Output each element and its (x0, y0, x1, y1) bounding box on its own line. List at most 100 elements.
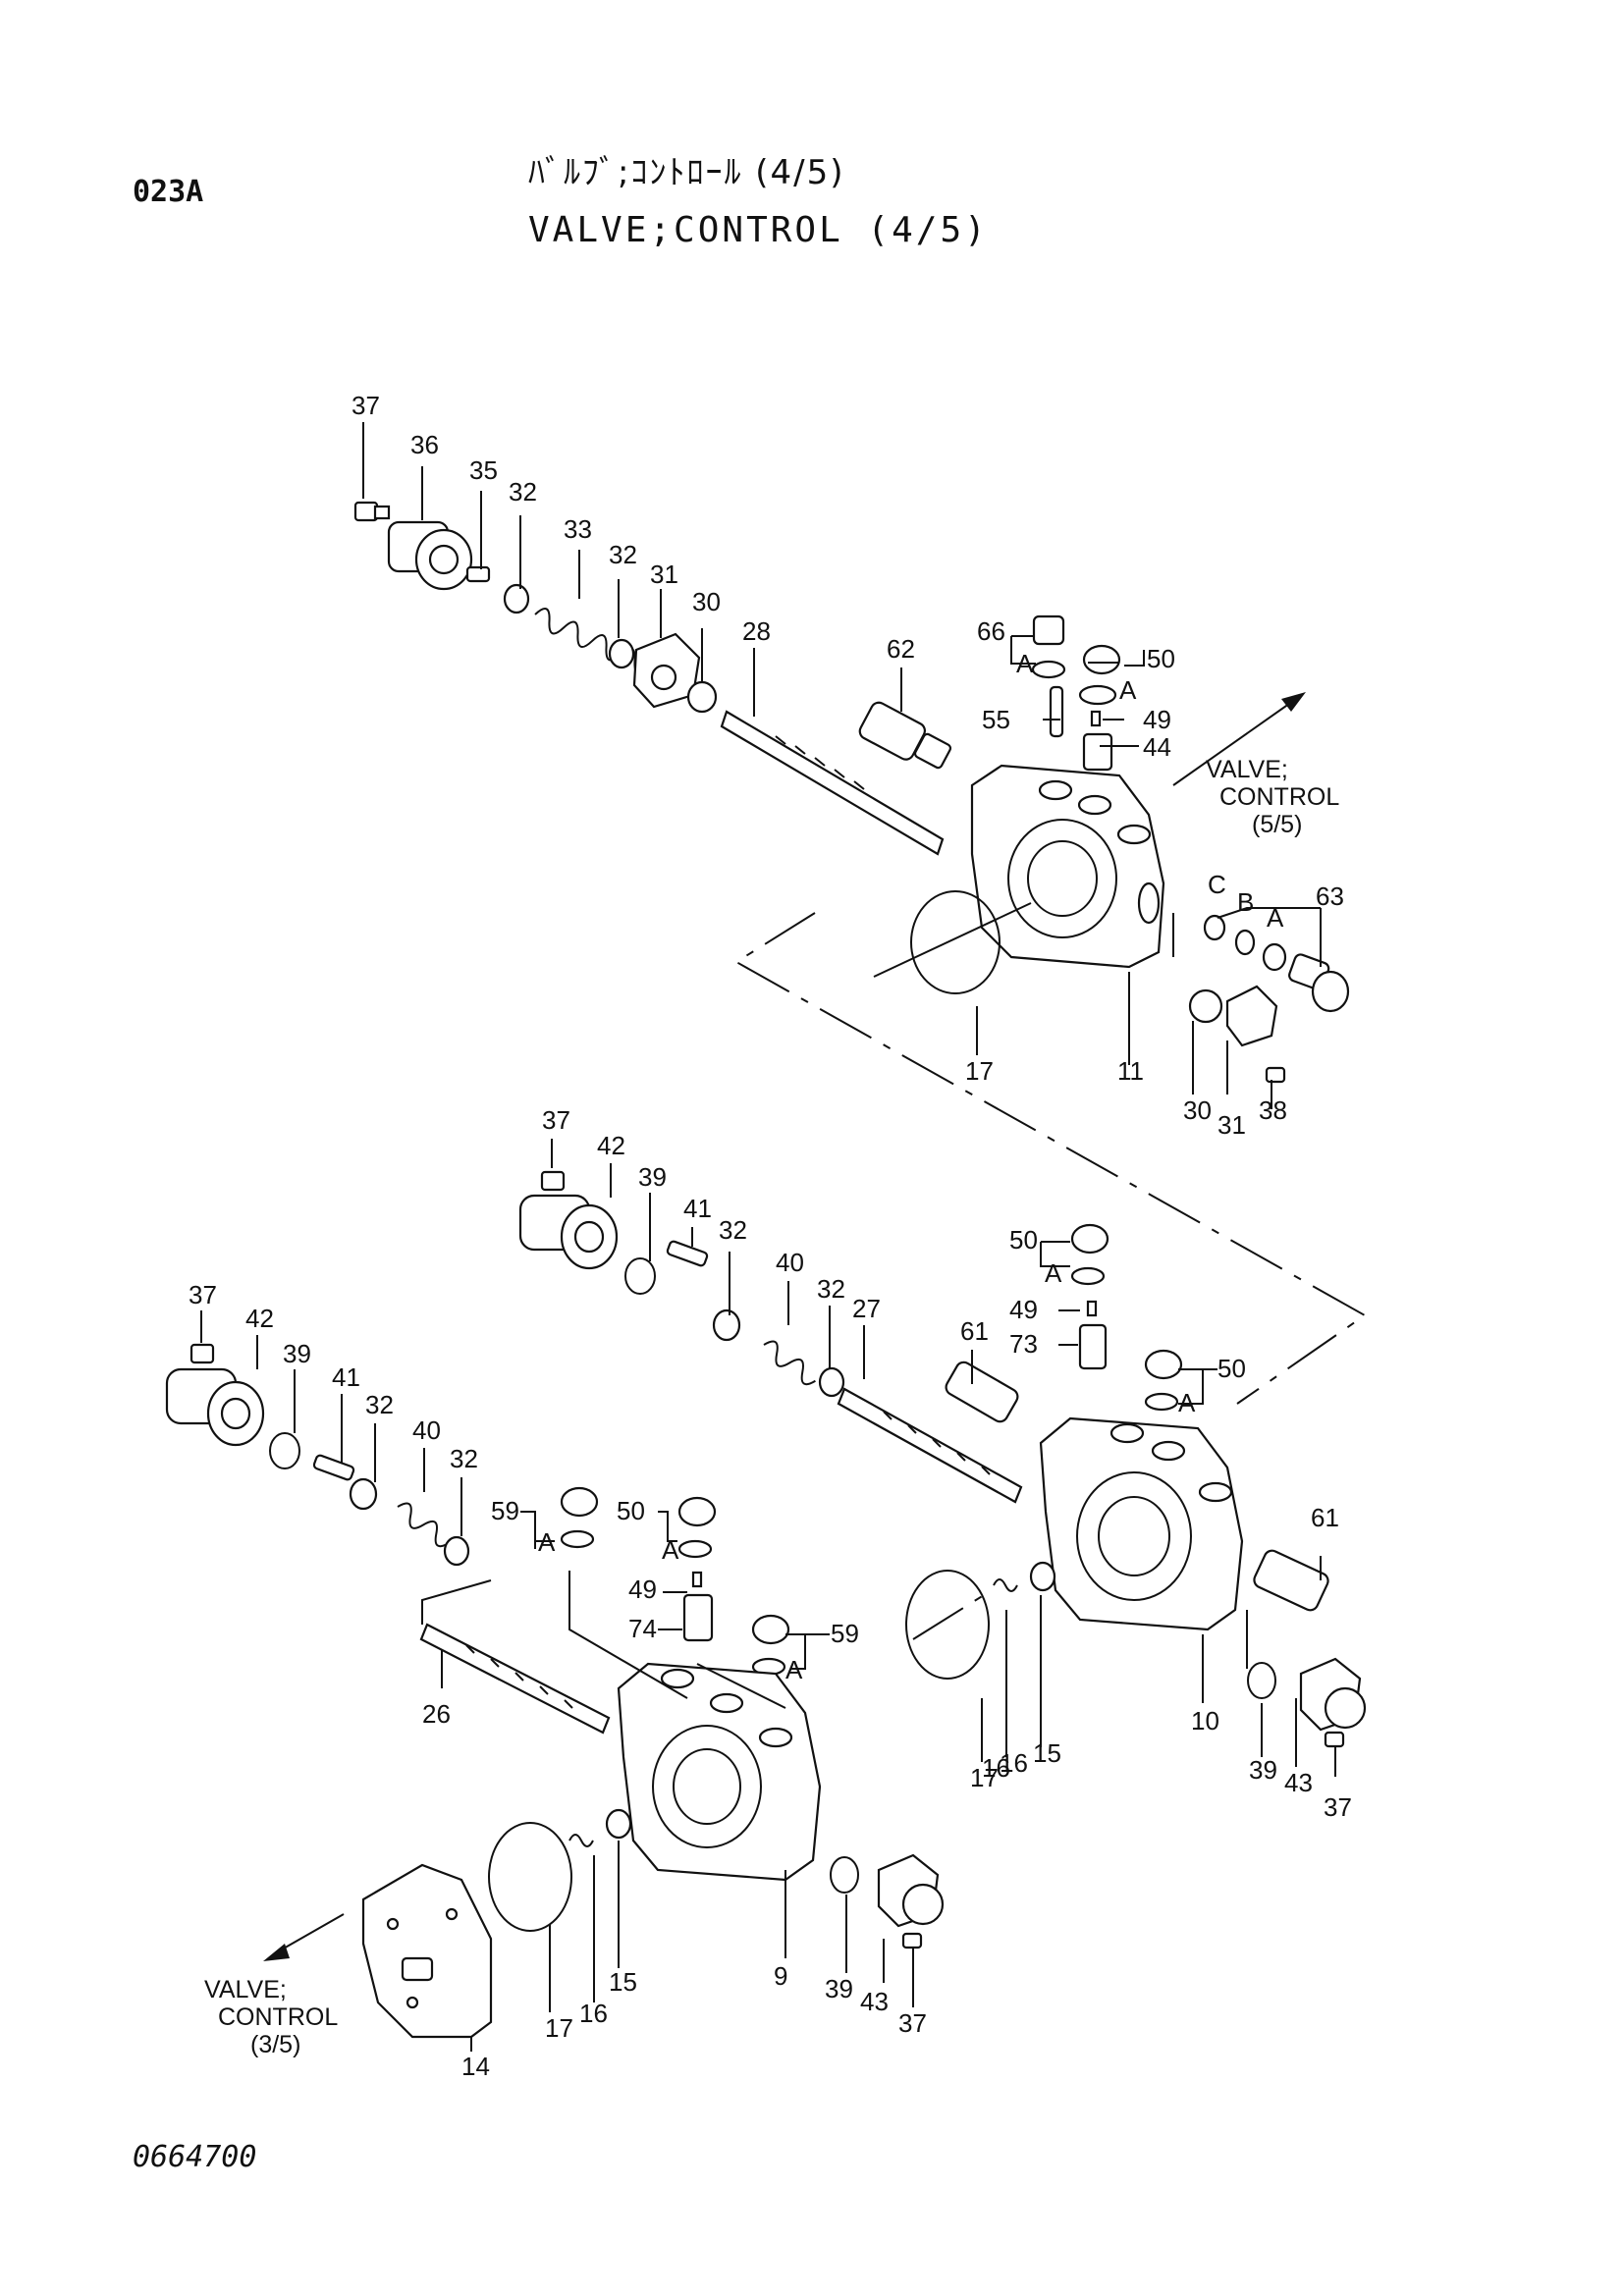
label-33: 33 (564, 514, 592, 544)
part-39-o-ring-b2 (830, 1856, 859, 1894)
label-59b2-a: A (785, 1655, 803, 1684)
label-41b: 41 (332, 1362, 360, 1392)
part-63-ring-b (1234, 929, 1256, 956)
part-59-plug-b (560, 1486, 599, 1549)
label-9: 9 (774, 1961, 787, 1991)
label-59b2: 59 (831, 1619, 859, 1648)
part-38-bolt (1265, 1066, 1286, 1084)
label-39b: 39 (283, 1339, 311, 1368)
part-39-o-ring-m (624, 1257, 656, 1295)
label-61: 61 (960, 1316, 989, 1346)
part-40-spring-b (397, 1502, 450, 1548)
callouts-top: 37 36 35 32 33 32 31 30 28 62 66 A 50 A … (352, 391, 1344, 1140)
label-16m: 16 (1000, 1748, 1028, 1778)
part-31-plate (632, 632, 701, 709)
part-39-o-ring-b (269, 1432, 300, 1469)
part-16-spring-b (568, 1834, 594, 1847)
label-32b: 32 (609, 540, 637, 569)
part-31-plate-b (1225, 985, 1278, 1047)
part-50-plug (1078, 644, 1121, 706)
label-37m2: 37 (1324, 1792, 1352, 1822)
part-41-bolt-m (666, 1240, 709, 1267)
part-43-cover-m (1299, 1657, 1367, 1732)
label-50: 50 (1147, 644, 1175, 673)
part-28-spool (720, 710, 945, 856)
label-40m: 40 (776, 1248, 804, 1277)
section-top: VALVE; CONTROL (5/5) (352, 391, 1350, 1140)
part-42-cover-b (165, 1367, 265, 1447)
label-36: 36 (410, 430, 439, 459)
label-10: 10 (1191, 1706, 1219, 1735)
part-43-cover-b (877, 1853, 945, 1928)
label-31: 31 (650, 560, 678, 589)
label-49b: 49 (628, 1575, 657, 1604)
part-26-spool (419, 1623, 611, 1735)
label-50m2: 50 (1217, 1354, 1246, 1383)
label-14: 14 (461, 2052, 490, 2081)
part-30-seat (686, 680, 718, 714)
part-16-spring-m (993, 1578, 1018, 1592)
part-17-o-ring (910, 890, 1001, 994)
page-id: 023A (133, 175, 204, 209)
label-39m: 39 (638, 1162, 667, 1192)
label-41m: 41 (683, 1194, 712, 1223)
section-bottom: VALVE; CONTROL (3/5) 37 42 39 41 32 40 3… (165, 1280, 945, 2081)
label-31b: 31 (1217, 1110, 1246, 1140)
label-66-a: A (1016, 649, 1034, 678)
label-55: 55 (982, 705, 1010, 734)
part-32-seat-b (349, 1477, 378, 1511)
part-15-seat-m (1029, 1561, 1056, 1592)
part-62-relief-valve (858, 701, 952, 770)
part-61-relief-valve-m2 (1253, 1549, 1329, 1612)
part-66-plug (1031, 614, 1066, 679)
part-32-seat-b2 (443, 1535, 470, 1567)
part-73-poppet (1078, 1323, 1108, 1370)
ref-valve-3-5-line3: (3/5) (250, 2031, 300, 2058)
part-63-relief-valve (1288, 953, 1350, 1013)
label-37: 37 (352, 391, 380, 420)
label-32b-a: 32 (365, 1390, 394, 1419)
part-37-bolt-m2 (1324, 1731, 1345, 1748)
label-16b: 16 (579, 1999, 608, 2028)
part-17-o-ring-m (905, 1570, 990, 1680)
callouts-bottom: 37 42 39 41 32 40 32 59 A 50 A 49 74 59 … (189, 1280, 927, 2081)
part-42-cover-m (518, 1194, 619, 1270)
part-32-seat-b (608, 638, 635, 669)
label-32m2: 32 (817, 1274, 845, 1304)
part-17-o-ring-b (488, 1822, 572, 1932)
part-50-plug-m2 (1144, 1349, 1183, 1412)
part-41-bolt-b (312, 1454, 355, 1481)
label-32m: 32 (719, 1215, 747, 1245)
label-27: 27 (852, 1294, 881, 1323)
ref-valve-5-5-line1: VALVE; (1206, 756, 1288, 783)
label-15m: 15 (1033, 1738, 1061, 1768)
part-37-bolt-b2 (901, 1932, 923, 1949)
part-36-cap (387, 520, 473, 591)
label-73: 73 (1009, 1329, 1038, 1359)
label-50m-a: A (1045, 1258, 1062, 1288)
label-30: 30 (692, 587, 721, 616)
part-32-seat (503, 583, 530, 614)
part-40-spring-m (763, 1340, 816, 1386)
document-number: 0664700 (133, 2140, 257, 2174)
part-11-valve-body (970, 764, 1165, 969)
part-61-relief-valve-m (945, 1361, 1019, 1423)
label-39m2: 39 (1249, 1755, 1277, 1785)
label-40b: 40 (412, 1415, 441, 1445)
label-17m: 17 (970, 1763, 999, 1792)
label-11: 11 (1117, 1056, 1144, 1086)
label-39b2: 39 (825, 1974, 853, 2003)
label-63: 63 (1316, 881, 1344, 911)
part-32-seat-m2 (818, 1366, 845, 1398)
label-59b: 59 (491, 1496, 519, 1525)
part-15-seat-b (605, 1808, 632, 1840)
part-27-spool (837, 1387, 1023, 1504)
ref-valve-5-5-line3: (5/5) (1252, 811, 1302, 838)
callouts-middle: 37 42 39 41 32 40 32 27 61 50 A 49 73 50… (542, 1105, 1352, 1822)
label-43m: 43 (1284, 1768, 1313, 1797)
section-middle: 37 42 39 41 32 40 32 27 61 50 A 49 73 50… (518, 1105, 1367, 1822)
part-35-bolt (465, 565, 491, 583)
part-74-poppet (682, 1593, 714, 1642)
part-55-fitting (1049, 685, 1064, 738)
